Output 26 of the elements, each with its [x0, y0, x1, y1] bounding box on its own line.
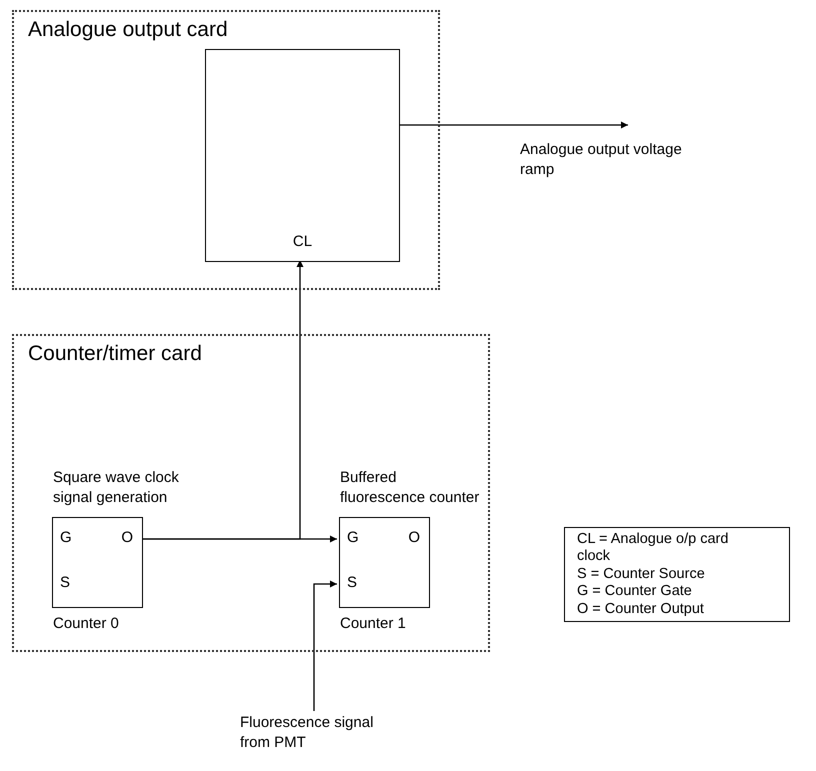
output-block: [205, 49, 400, 262]
arrow: [141, 260, 304, 540]
key-entry: CL = Analogue o/p card clock: [577, 531, 730, 566]
key-entry: G = Counter Gate: [577, 583, 693, 601]
card-title: Analogue output card: [28, 18, 228, 42]
port-label: G: [60, 530, 72, 545]
signal-text: Analogue output voltage ramp: [520, 140, 690, 184]
counter-description: Buffered fluorescence counter: [340, 468, 480, 507]
card-region: [12, 10, 440, 290]
counter-name: Counter 1: [340, 614, 407, 634]
key-entry: S = Counter Source: [577, 566, 706, 584]
port-label: S: [60, 575, 70, 590]
signal-text: Fluorescence signal from PMT: [240, 713, 390, 761]
port-label: O: [408, 530, 420, 545]
port-label: S: [347, 575, 358, 590]
counter-name: Counter 0: [53, 614, 120, 634]
counter-description: Square wave clock signal generation: [53, 468, 180, 507]
key-box: [564, 527, 790, 622]
port-label: O: [121, 530, 133, 545]
arrow: [398, 122, 628, 128]
arrow: [313, 580, 337, 711]
port-label: CL: [292, 232, 314, 252]
port-label: G: [347, 530, 359, 545]
key-entry: O = Counter Output: [577, 600, 705, 618]
card-title: Counter/timer card: [28, 342, 202, 366]
card-region: [12, 334, 490, 652]
